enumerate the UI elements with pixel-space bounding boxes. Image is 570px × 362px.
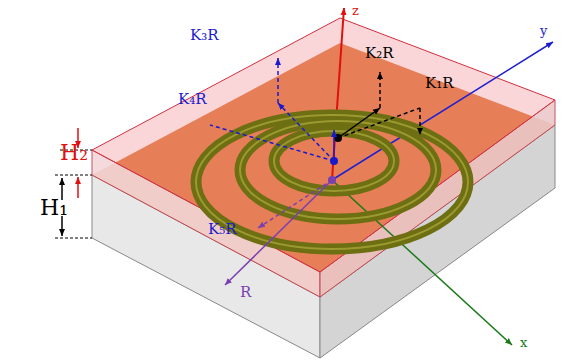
- radius-label: R: [240, 285, 251, 300]
- radius-label: K₃R: [190, 28, 219, 43]
- axis-label: x: [520, 336, 527, 349]
- dimension-label: H₁: [40, 197, 68, 219]
- axis-label: y: [540, 24, 547, 37]
- axis-label: z: [352, 4, 359, 17]
- dimension-label: H₂: [60, 142, 88, 164]
- radius-label: K₂R: [365, 46, 394, 61]
- radius-label: K₅R: [208, 222, 237, 237]
- radius-label: K₄R: [178, 92, 207, 107]
- radius-label: K₁R: [425, 76, 454, 91]
